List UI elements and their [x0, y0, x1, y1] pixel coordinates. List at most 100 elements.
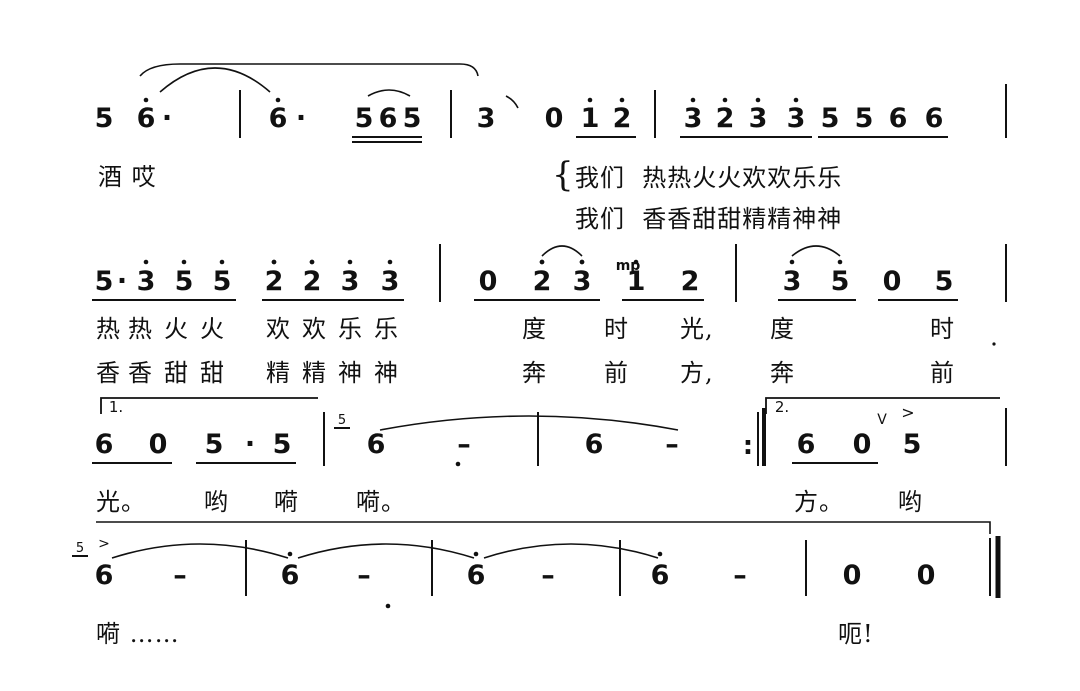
lyric-row2-b7: 神 — [374, 359, 399, 387]
ending-1-bracket — [100, 397, 318, 414]
note-r3-1: – — [173, 560, 187, 591]
lyric-row2-a2-3: 度 — [770, 315, 795, 343]
octave-dot2-r1-4 — [539, 259, 545, 265]
lyric-row2-a0: 热 — [96, 315, 121, 343]
lyric-row3-0: 光。 — [96, 488, 146, 516]
octave-dot-r1-0 — [143, 259, 149, 265]
note-r3-6: 6 — [651, 560, 670, 591]
accent-r3: > — [98, 536, 110, 552]
note-r3-5: – — [541, 560, 555, 591]
note-r2-10: 0 — [853, 429, 872, 460]
note-r1-0: 5 — [95, 266, 114, 297]
note-r2-7: 6 — [585, 429, 604, 460]
stray-dot-r1 — [992, 342, 996, 346]
note-r0-9: 0 — [545, 103, 564, 134]
slur-r0-b — [367, 89, 411, 97]
lyric-row3-1: 哟 — [204, 488, 229, 516]
note-r1-6: 2 — [303, 266, 322, 297]
note-r1-10: 2 — [533, 266, 552, 297]
repeat-dots: : — [743, 431, 753, 461]
octave-dot-r1-2 — [219, 259, 225, 265]
octave-dot-r1-1 — [181, 259, 187, 265]
breath-r0 — [505, 95, 519, 109]
octave-dot-r0-7 — [793, 97, 799, 103]
note-r1-5: 2 — [265, 266, 284, 297]
octave-dot2-r1-5 — [579, 259, 585, 265]
note-r3-3: – — [357, 560, 371, 591]
lyric-row2-b3: 甜 — [200, 359, 225, 387]
note-r1-4: 5 — [213, 266, 232, 297]
lyric-row2-a2-1: 时 — [604, 315, 629, 343]
grace-note-r2: 5 — [338, 413, 346, 428]
note-r2-1: 0 — [149, 429, 168, 460]
note-r1-11: 3 — [573, 266, 592, 297]
octave-dot2-r1-7 — [837, 259, 843, 265]
octave-dot-r0-4 — [690, 97, 696, 103]
slur-r0-a — [159, 67, 271, 93]
grace-note-r3: 5 — [76, 541, 84, 556]
tie-r3-a — [111, 543, 289, 559]
lyric-row3-3: 嗬。 — [356, 488, 406, 516]
slur-r1-b — [791, 245, 841, 257]
note-r0-1: 6 — [137, 103, 156, 134]
lyric-row2-b2-2: 方, — [680, 359, 714, 387]
note-r1-17: 5 — [935, 266, 954, 297]
note-r0-8: 3 — [477, 103, 496, 134]
note-r0-4: · — [296, 103, 306, 134]
note-r2-8: – — [665, 429, 679, 460]
note-r0-15: 3 — [787, 103, 806, 134]
note-r0-18: 6 — [889, 103, 908, 134]
accent-r2: > — [901, 403, 914, 422]
tie-r2 — [379, 415, 679, 431]
note-r3-0: 6 — [95, 560, 114, 591]
note-r0-2: · — [162, 103, 172, 134]
lyric-row2-a3: 火 — [200, 315, 225, 343]
lyric-row2-a2-4: 时 — [930, 315, 955, 343]
lyric-row2-b2-1: 前 — [604, 359, 629, 387]
note-r2-5: 6 — [367, 429, 386, 460]
note-r1-7: 3 — [341, 266, 360, 297]
ending-1-label: 1. — [109, 398, 123, 416]
note-r2-9: 6 — [797, 429, 816, 460]
ending-2-label: 2. — [775, 398, 789, 416]
lyric-row2-b0: 香 — [96, 359, 121, 387]
note-r3-8: 0 — [843, 560, 862, 591]
note-r3-2: 6 — [281, 560, 300, 591]
slur-r1-a — [541, 245, 583, 257]
note-r0-3: 6 — [269, 103, 288, 134]
lyric-row2-a7: 乐 — [374, 315, 399, 343]
lyric-row2-a2-2: 光, — [680, 315, 714, 343]
tie-r0-long — [139, 63, 479, 77]
note-r0-14: 3 — [749, 103, 768, 134]
lyric-row2-b2-4: 前 — [930, 359, 955, 387]
note-r1-8: 3 — [381, 266, 400, 297]
lyric-row2-a2: 火 — [164, 315, 189, 343]
lyric-row2-b2-3: 奔 — [770, 359, 795, 387]
note-r3-7: – — [733, 560, 747, 591]
stray-dot-r3 — [385, 603, 391, 609]
lyric-row2-b1: 香 — [128, 359, 153, 387]
stray-dot-r2 — [455, 461, 461, 467]
octave-dot-r0-3 — [619, 97, 625, 103]
note-r0-17: 5 — [855, 103, 874, 134]
tie-r3-c — [483, 543, 659, 559]
note-r0-5: 5 — [355, 103, 374, 134]
note-r0-7: 5 — [403, 103, 422, 134]
note-r1-1: · — [117, 266, 127, 297]
note-r2-11: 5 — [903, 429, 922, 460]
octave-dot-r0-6 — [755, 97, 761, 103]
octave-dot2-r1-6 — [789, 259, 795, 265]
note-r1-9: 0 — [479, 266, 498, 297]
octave-dot-r0-2 — [587, 97, 593, 103]
dynamic-mark: mp — [616, 258, 641, 274]
note-r2-0: 6 — [95, 429, 114, 460]
lyric-row2-a2-0: 度 — [522, 315, 547, 343]
lyric-row2-a6: 乐 — [338, 315, 363, 343]
lyric-row1-b: 我们 热热火火欢欢乐乐 — [575, 164, 843, 192]
lyric-row2-b2-0: 奔 — [522, 359, 547, 387]
note-r0-16: 5 — [821, 103, 840, 134]
lyric-row3-4: 方。 — [794, 488, 844, 516]
note-r2-4: 5 — [273, 429, 292, 460]
note-r0-11: 2 — [613, 103, 632, 134]
